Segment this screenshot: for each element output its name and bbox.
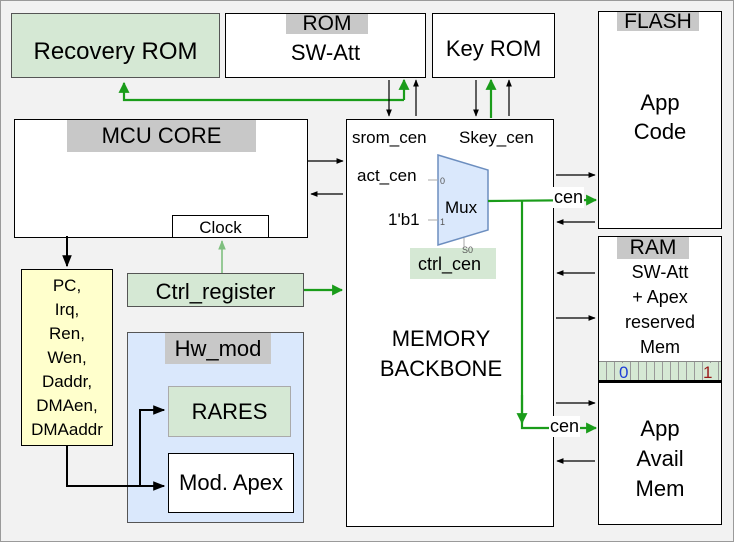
recovery-rom-label: Recovery ROM [33, 38, 198, 65]
rom-block: ROM SW-Att [225, 13, 426, 78]
ram-line-2: + Apex [632, 287, 688, 307]
ctrl-cen-tag: ctrl_cen [410, 248, 496, 279]
key-rom-label: Key ROM [445, 36, 542, 61]
app-avail-line-2: Avail [636, 446, 684, 471]
cen-label-ram: cen [549, 416, 581, 437]
skey-cen-label: Skey_cen [459, 128, 534, 147]
hw-mod-block: Hw_mod RARES Mod. Apex [127, 332, 304, 523]
ram-bit-1: 1 [703, 363, 713, 383]
app-avail-line-3: Mem [635, 476, 685, 501]
clock-label: Clock [199, 218, 242, 237]
rares-block: RARES [168, 386, 291, 437]
ram-title: RAM [617, 237, 689, 259]
cen-label-flash: cen [553, 187, 585, 208]
signal-dmaaddr: DMAaddr [31, 420, 103, 439]
one-b1-label: 1'b1 [388, 210, 420, 229]
flash-title: FLASH [617, 11, 699, 32]
signal-pc: PC, [52, 276, 82, 295]
srom-cen-label: srom_cen [352, 128, 427, 147]
memory-backbone-block: srom_cen Skey_cen act_cen 1'b1 MEMORY BA… [346, 119, 554, 527]
ram-line-3: reserved [624, 312, 696, 332]
mem-backbone-line-2: BACKBONE [379, 356, 503, 381]
ctrl-cen-label: ctrl_cen [418, 254, 482, 274]
flash-line-2: Code [633, 119, 687, 144]
rares-label: RARES [191, 399, 268, 424]
mod-apex-block: Mod. Apex [168, 453, 294, 513]
act-cen-label: act_cen [357, 166, 417, 185]
mod-apex-label: Mod. Apex [179, 470, 283, 495]
rom-title: ROM [286, 13, 368, 34]
flash-line-1: App [640, 90, 680, 115]
signal-irq: Irq, [54, 300, 80, 319]
ram-bit-0: 0 [619, 363, 629, 383]
signals-block: PC, Irq, Ren, Wen, Daddr, DMAen, DMAaddr [21, 269, 113, 446]
signal-dmaen: DMAen, [36, 396, 98, 415]
recovery-rom-block: Recovery ROM [11, 13, 220, 78]
signal-wen: Wen, [47, 348, 87, 367]
hw-mod-title: Hw_mod [165, 333, 271, 364]
signal-ren: Ren, [49, 324, 85, 343]
key-rom-block: Key ROM [432, 13, 555, 78]
ram-line-1: SW-Att [631, 262, 689, 282]
mcu-core-title: MCU CORE [67, 120, 256, 152]
flash-block: FLASH App Code [598, 11, 722, 229]
rom-subtitle: SW-Att [290, 40, 361, 65]
signal-daddr: Daddr, [41, 372, 93, 391]
ctrl-register-label: Ctrl_register [155, 279, 276, 304]
mem-backbone-line-1: MEMORY [391, 326, 491, 351]
app-avail-line-1: App [640, 416, 680, 441]
mcu-core-block: MCU CORE Clock [14, 119, 308, 238]
ctrl-register-block: Ctrl_register [127, 273, 304, 307]
ram-bit-strip: 0 1 [599, 361, 721, 383]
ram-block: RAM SW-Att + Apex reserved Mem 0 1 [598, 236, 722, 383]
clock-block: Clock [172, 215, 269, 238]
app-avail-mem-block: App Avail Mem [598, 380, 722, 525]
ram-line-4: Mem [640, 337, 680, 357]
